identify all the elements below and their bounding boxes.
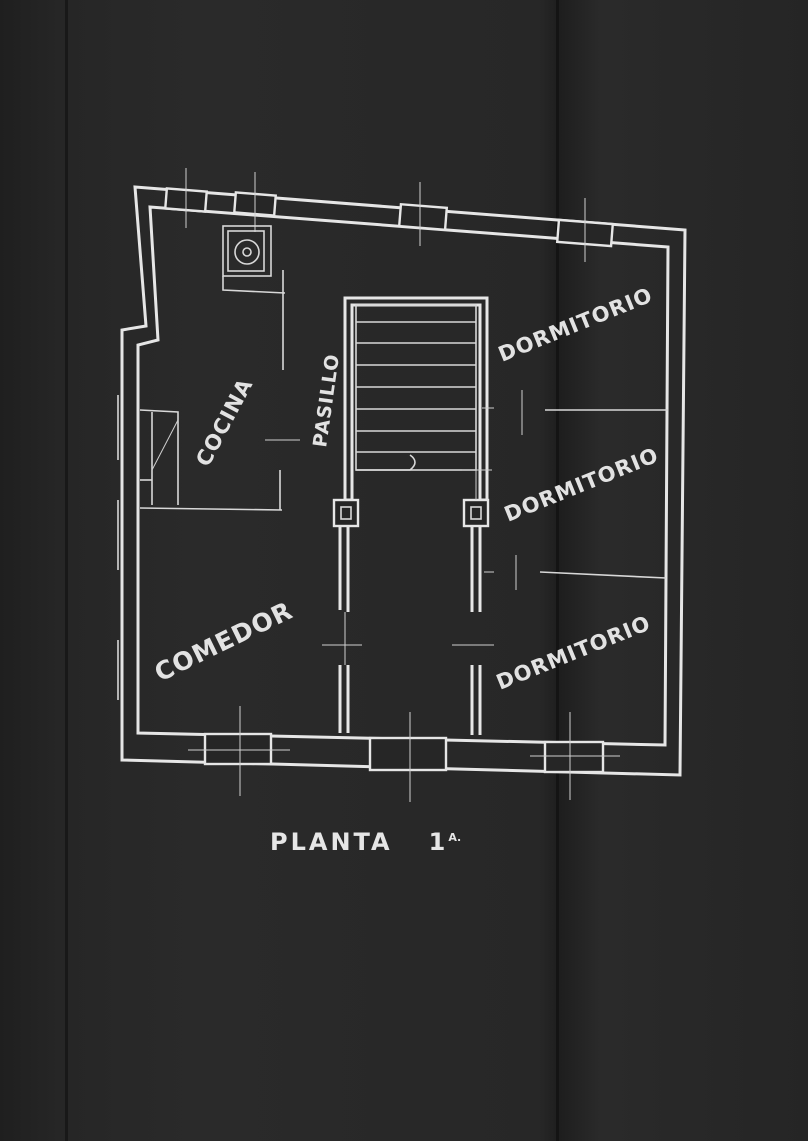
bedroom-partitions bbox=[484, 390, 668, 590]
bottom-windows bbox=[188, 706, 620, 802]
kitchen-counter bbox=[139, 409, 179, 505]
plan-caption: PLANTA 1A. bbox=[270, 828, 461, 856]
label-cocina: COCINA bbox=[191, 374, 257, 470]
columns bbox=[332, 498, 490, 528]
paper-fold bbox=[556, 0, 559, 1141]
caption-title: PLANTA bbox=[270, 828, 393, 856]
label-comedor: COMEDOR bbox=[150, 596, 297, 688]
label-dormitorio-3: DORMITORIO bbox=[493, 611, 654, 695]
label-dormitorio-1: DORMITORIO bbox=[495, 283, 656, 367]
caption-floor-number: 1 bbox=[428, 828, 449, 856]
caption-floor-suffix: A. bbox=[448, 831, 462, 844]
top-windows bbox=[163, 168, 615, 262]
sink-fixture bbox=[222, 225, 286, 294]
corridor-walls bbox=[322, 460, 494, 735]
kitchen-partition bbox=[139, 270, 300, 511]
label-dormitorio-2: DORMITORIO bbox=[501, 443, 662, 527]
paper-fold bbox=[65, 0, 68, 1141]
label-pasillo: PASILLO bbox=[309, 352, 344, 448]
outer-walls bbox=[120, 185, 687, 777]
